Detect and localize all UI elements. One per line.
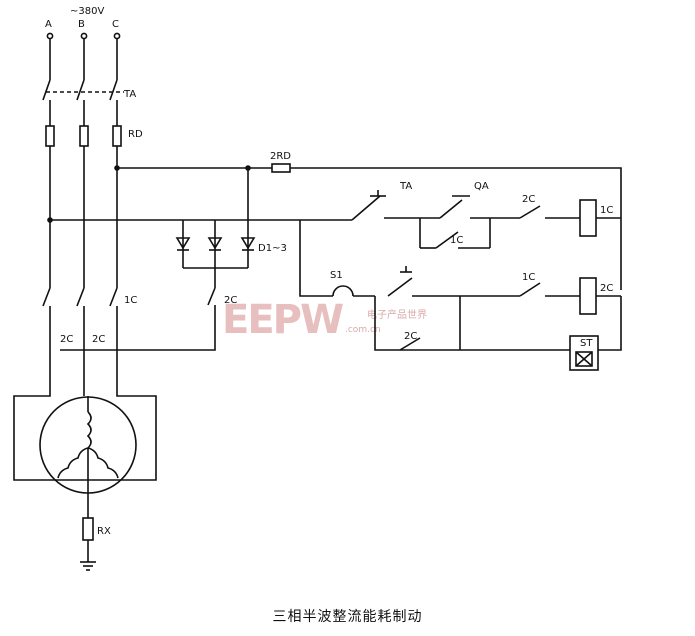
coil-1c — [579, 199, 597, 237]
relay-st — [569, 335, 599, 371]
brake-hold-label: 2C — [404, 331, 417, 342]
interlock-2c-label: 2C — [522, 194, 535, 205]
contactor-1c-label: 1C — [124, 295, 137, 306]
phase-c-label: C — [112, 19, 119, 30]
hold-contact-label: 1C — [450, 235, 463, 246]
resistor-rx — [82, 517, 94, 541]
selector-s1 — [332, 285, 354, 297]
fuses — [45, 125, 122, 147]
watermark-url: .com.cn — [345, 325, 381, 335]
watermark-tagline: 电子产品世界 — [367, 308, 427, 321]
coil-1c-label: 1C — [600, 205, 613, 216]
contactor-2c-right-label: 2C — [92, 334, 105, 345]
relay-label: ST — [580, 338, 593, 349]
fuse-2rd-label: 2RD — [270, 151, 291, 162]
watermark: EEPW 电子产品世界 .com.cn — [222, 297, 427, 343]
contactor-1c-main — [42, 287, 118, 350]
dc-contact-label: 2C — [224, 295, 237, 306]
main-switch — [42, 39, 124, 126]
diode-label: D1~3 — [258, 243, 287, 254]
contactor-2c-left-label: 2C — [60, 334, 73, 345]
terminal-b — [80, 32, 88, 40]
interlock-1c-label: 1C — [522, 272, 535, 283]
fuse-2rd — [271, 163, 291, 173]
start-button-label: QA — [474, 181, 489, 192]
fuse-label: RD — [128, 129, 143, 140]
coil-2c — [579, 277, 597, 315]
terminal-c — [113, 32, 121, 40]
diagram-caption: 三相半波整流能耗制动 — [272, 609, 423, 625]
resistor-label: RX — [97, 526, 111, 537]
rectifier-diodes — [175, 237, 256, 251]
coil-2c-label: 2C — [600, 283, 613, 294]
winding-a — [86, 411, 92, 449]
supply-voltage-label: ~380V — [70, 6, 104, 17]
terminal-a — [46, 32, 54, 40]
main-switch-label: TA — [123, 89, 136, 100]
phase-a-label: A — [45, 19, 52, 30]
stop-button-label: TA — [399, 181, 412, 192]
watermark-brand: EEPW — [222, 297, 343, 343]
phase-b-label: B — [78, 19, 85, 30]
selector-label: S1 — [330, 270, 343, 281]
